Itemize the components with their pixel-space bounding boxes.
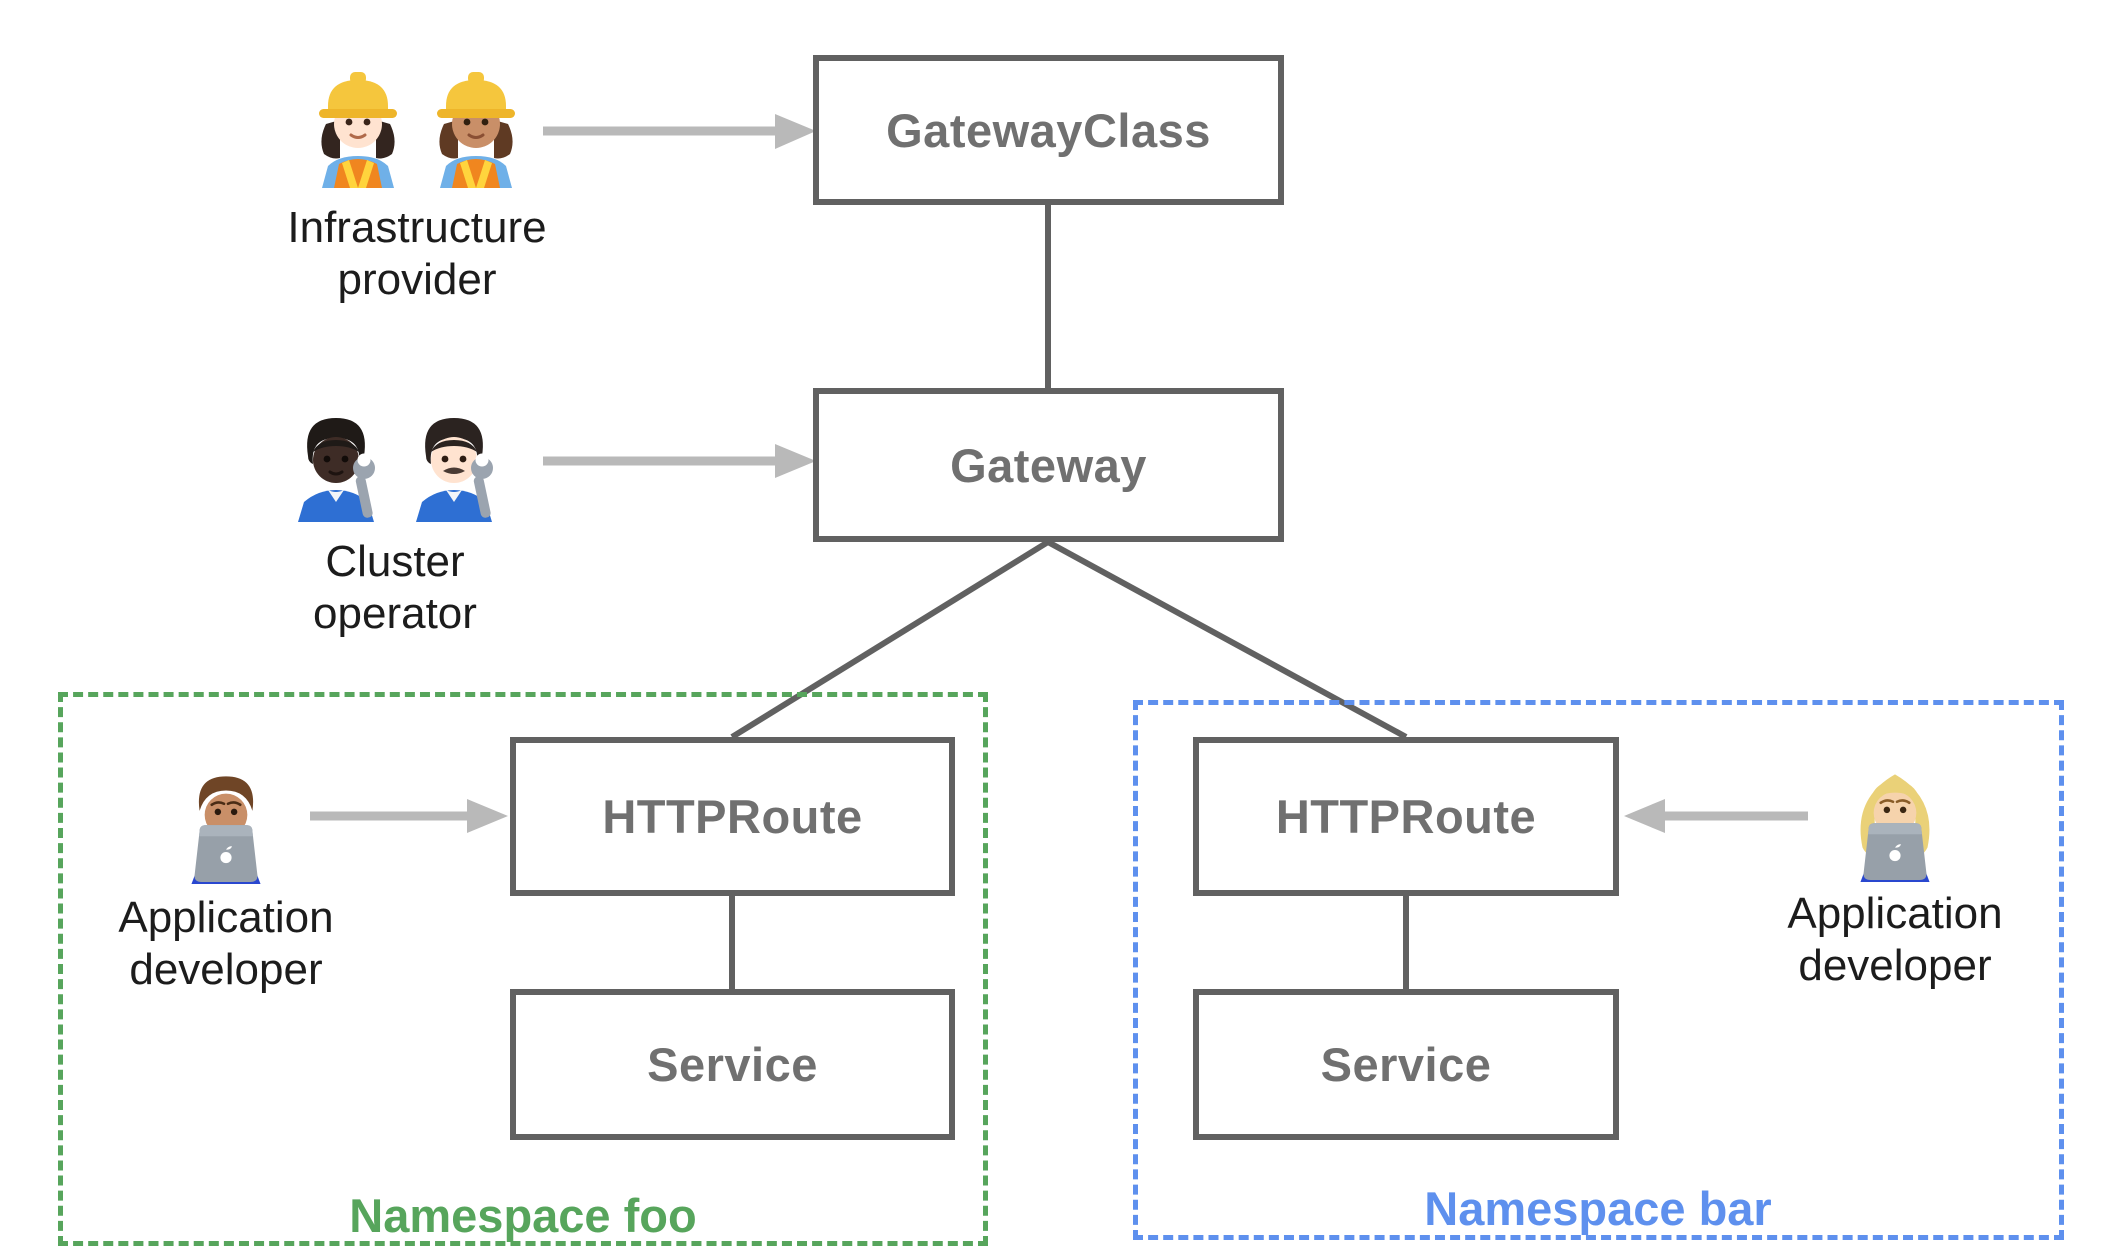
arrow-app-developer-to-httproute-foo <box>310 799 508 833</box>
namespace-foo-label: Namespace foo <box>349 1189 697 1242</box>
woman-technologist-icon <box>1860 774 1930 882</box>
man-technologist-icon <box>191 776 261 884</box>
connector-gateway-httproute-foo <box>730 539 1050 740</box>
cluster-operator-label: Cluster operator <box>313 537 477 638</box>
node-service-bar-label: Service <box>1320 1038 1492 1091</box>
persona-cluster-operator: Cluster operator <box>230 396 560 640</box>
app-developer-bar-label: Application developer <box>1787 889 2003 990</box>
app-developer-bar-icons <box>1841 754 1949 882</box>
cluster-operator-icons <box>284 396 506 522</box>
node-gateway: Gateway <box>813 388 1284 542</box>
arrow-app-developer-to-httproute-bar <box>1624 799 1808 833</box>
persona-infrastructure-provider: Infrastructure provider <box>252 62 582 306</box>
woman-construction-worker-light-icon <box>319 72 397 188</box>
node-gateway-label: Gateway <box>950 438 1147 492</box>
node-gatewayclass-label: GatewayClass <box>886 103 1211 157</box>
node-httproute-foo: HTTPRoute <box>510 737 955 896</box>
woman-construction-worker-medium-icon <box>437 72 515 188</box>
arrow-infrastructure-provider-to-gatewayclass <box>543 114 816 149</box>
arrow-cluster-operator-to-gateway <box>543 444 816 478</box>
man-mechanic-light-icon <box>416 418 493 522</box>
mechanic-dark-icon <box>298 418 375 522</box>
node-httproute-bar: HTTPRoute <box>1193 737 1619 896</box>
node-service-bar: Service <box>1193 989 1619 1140</box>
node-httproute-bar-label: HTTPRoute <box>1275 790 1537 843</box>
persona-app-developer-foo: Application developer <box>96 756 356 996</box>
node-service-foo: Service <box>510 989 955 1140</box>
persona-app-developer-bar: Application developer <box>1765 754 2025 992</box>
node-service-foo-label: Service <box>647 1038 818 1091</box>
infrastructure-provider-label: Infrastructure provider <box>287 203 547 304</box>
infrastructure-provider-icons <box>306 62 528 188</box>
namespace-foo-box <box>58 692 988 1246</box>
app-developer-foo-icons <box>172 756 280 884</box>
node-gatewayclass: GatewayClass <box>813 55 1284 205</box>
namespace-bar-label: Namespace bar <box>1424 1182 1772 1235</box>
dark-connectors <box>729 205 1409 989</box>
node-httproute-foo-label: HTTPRoute <box>602 790 863 843</box>
namespace-bar-box <box>1133 700 2064 1240</box>
app-developer-foo-label: Application developer <box>118 893 334 994</box>
gray-arrows <box>310 114 1808 833</box>
